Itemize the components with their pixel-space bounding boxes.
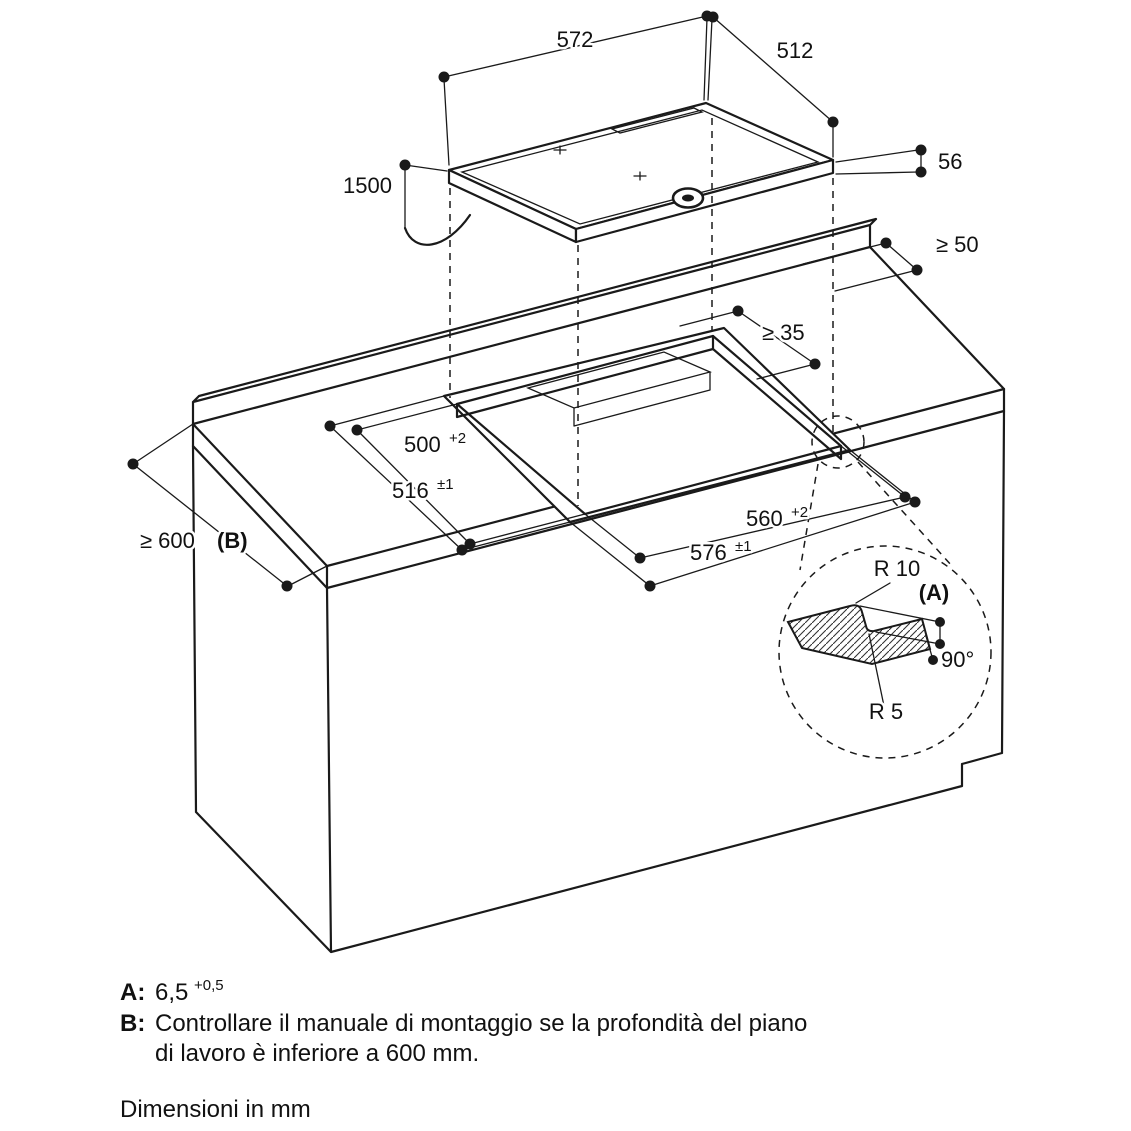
footnote-b-line2: di lavoro è inferiore a 600 mm. <box>155 1040 479 1067</box>
footnote-a-tolerance: +0,5 <box>194 977 224 994</box>
detail-90deg-label: 90° <box>941 647 974 672</box>
projection-lines <box>449 118 953 571</box>
dim-516-tolerance: ±1 <box>437 476 454 493</box>
detail-a-label: (A) <box>919 580 950 605</box>
detail-view <box>778 545 992 759</box>
dim-560-label: 560 <box>746 506 783 531</box>
detail-marker-circle <box>811 415 865 469</box>
units-note: Dimensioni in mm <box>120 1096 311 1123</box>
footnote-b-line1: Controllare il manuale di montaggio se l… <box>155 1010 807 1037</box>
detail-circle <box>778 545 992 759</box>
dim-572-label: 572 <box>557 27 594 52</box>
dim-516-label: 516 <box>392 478 429 503</box>
cooktop-bezel <box>460 109 820 225</box>
dim-500-label: 500 <box>404 432 441 457</box>
dim-560-tolerance: +2 <box>791 504 808 521</box>
dim-512-label: 512 <box>777 38 814 63</box>
zone-marks <box>553 145 647 181</box>
worktop-cutout <box>442 326 852 524</box>
dim-500-tolerance: +2 <box>449 430 466 447</box>
control-knob <box>671 187 705 209</box>
dim-600-ref-b: (B) <box>217 528 248 553</box>
mains-cable <box>403 213 472 246</box>
worktop-cabinet <box>191 217 1006 954</box>
dim-min35-label: ≥ 35 <box>762 320 805 345</box>
dim-56-label: 56 <box>938 149 962 174</box>
detail-r5-label: R 5 <box>869 699 903 724</box>
dimension-lines <box>132 15 922 587</box>
detail-r10-label: R 10 <box>874 556 920 581</box>
dim-576-label: 576 <box>690 540 727 565</box>
dim-600-label: ≥ 600 <box>140 528 195 553</box>
footnote-a-value: 6,5 <box>155 979 188 1006</box>
footnote-a-key: A: <box>120 979 145 1006</box>
footnote-b-key: B: <box>120 1010 145 1037</box>
dim-1500-label: 1500 <box>343 173 392 198</box>
cooktop <box>403 101 835 246</box>
dimension-dots <box>127 10 945 665</box>
dim-576-tolerance: ±1 <box>735 538 752 555</box>
edge-profile-section <box>786 604 932 666</box>
dim-min50-label: ≥ 50 <box>936 232 979 257</box>
cooktop-vent-grille <box>610 107 704 134</box>
